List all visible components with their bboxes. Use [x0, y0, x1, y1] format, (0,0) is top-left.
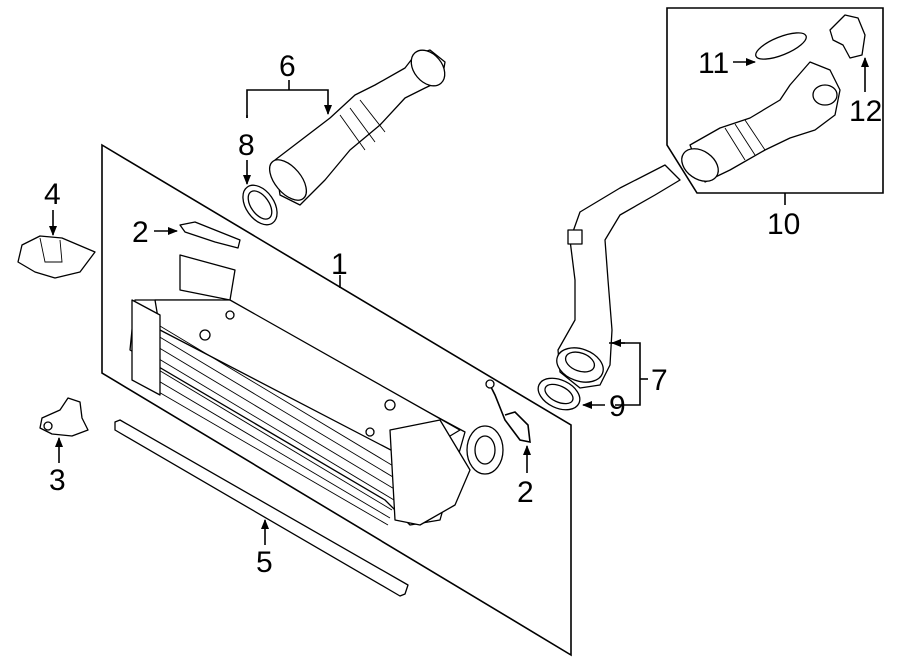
callout-9: 9	[609, 390, 626, 423]
callout-3: 3	[49, 464, 66, 497]
callout-10: 10	[767, 208, 800, 241]
callout-7: 7	[651, 364, 668, 397]
callout-12: 12	[849, 95, 882, 128]
bracket-4	[17, 235, 96, 279]
callout-5: 5	[256, 546, 273, 579]
callout-4: 4	[44, 178, 61, 211]
inlet-assembly-box	[666, 7, 884, 194]
pipe-7	[556, 164, 681, 389]
callout-1: 1	[331, 248, 348, 281]
leader-6	[246, 89, 329, 118]
callout-2-upper: 2	[132, 216, 149, 249]
intercooler-panel	[101, 143, 572, 657]
callout-6: 6	[279, 50, 296, 83]
clip-lower	[489, 384, 531, 444]
seal-strip	[114, 419, 409, 597]
callout-11: 11	[698, 47, 729, 80]
hose-6	[268, 49, 446, 206]
o-ring-11	[755, 32, 807, 60]
callout-2-lower: 2	[517, 476, 534, 509]
sensor-12	[829, 14, 866, 59]
clip-upper	[179, 221, 241, 249]
callout-8: 8	[238, 129, 255, 162]
inlet-assembly-10	[681, 61, 841, 183]
intercooler	[129, 254, 504, 526]
